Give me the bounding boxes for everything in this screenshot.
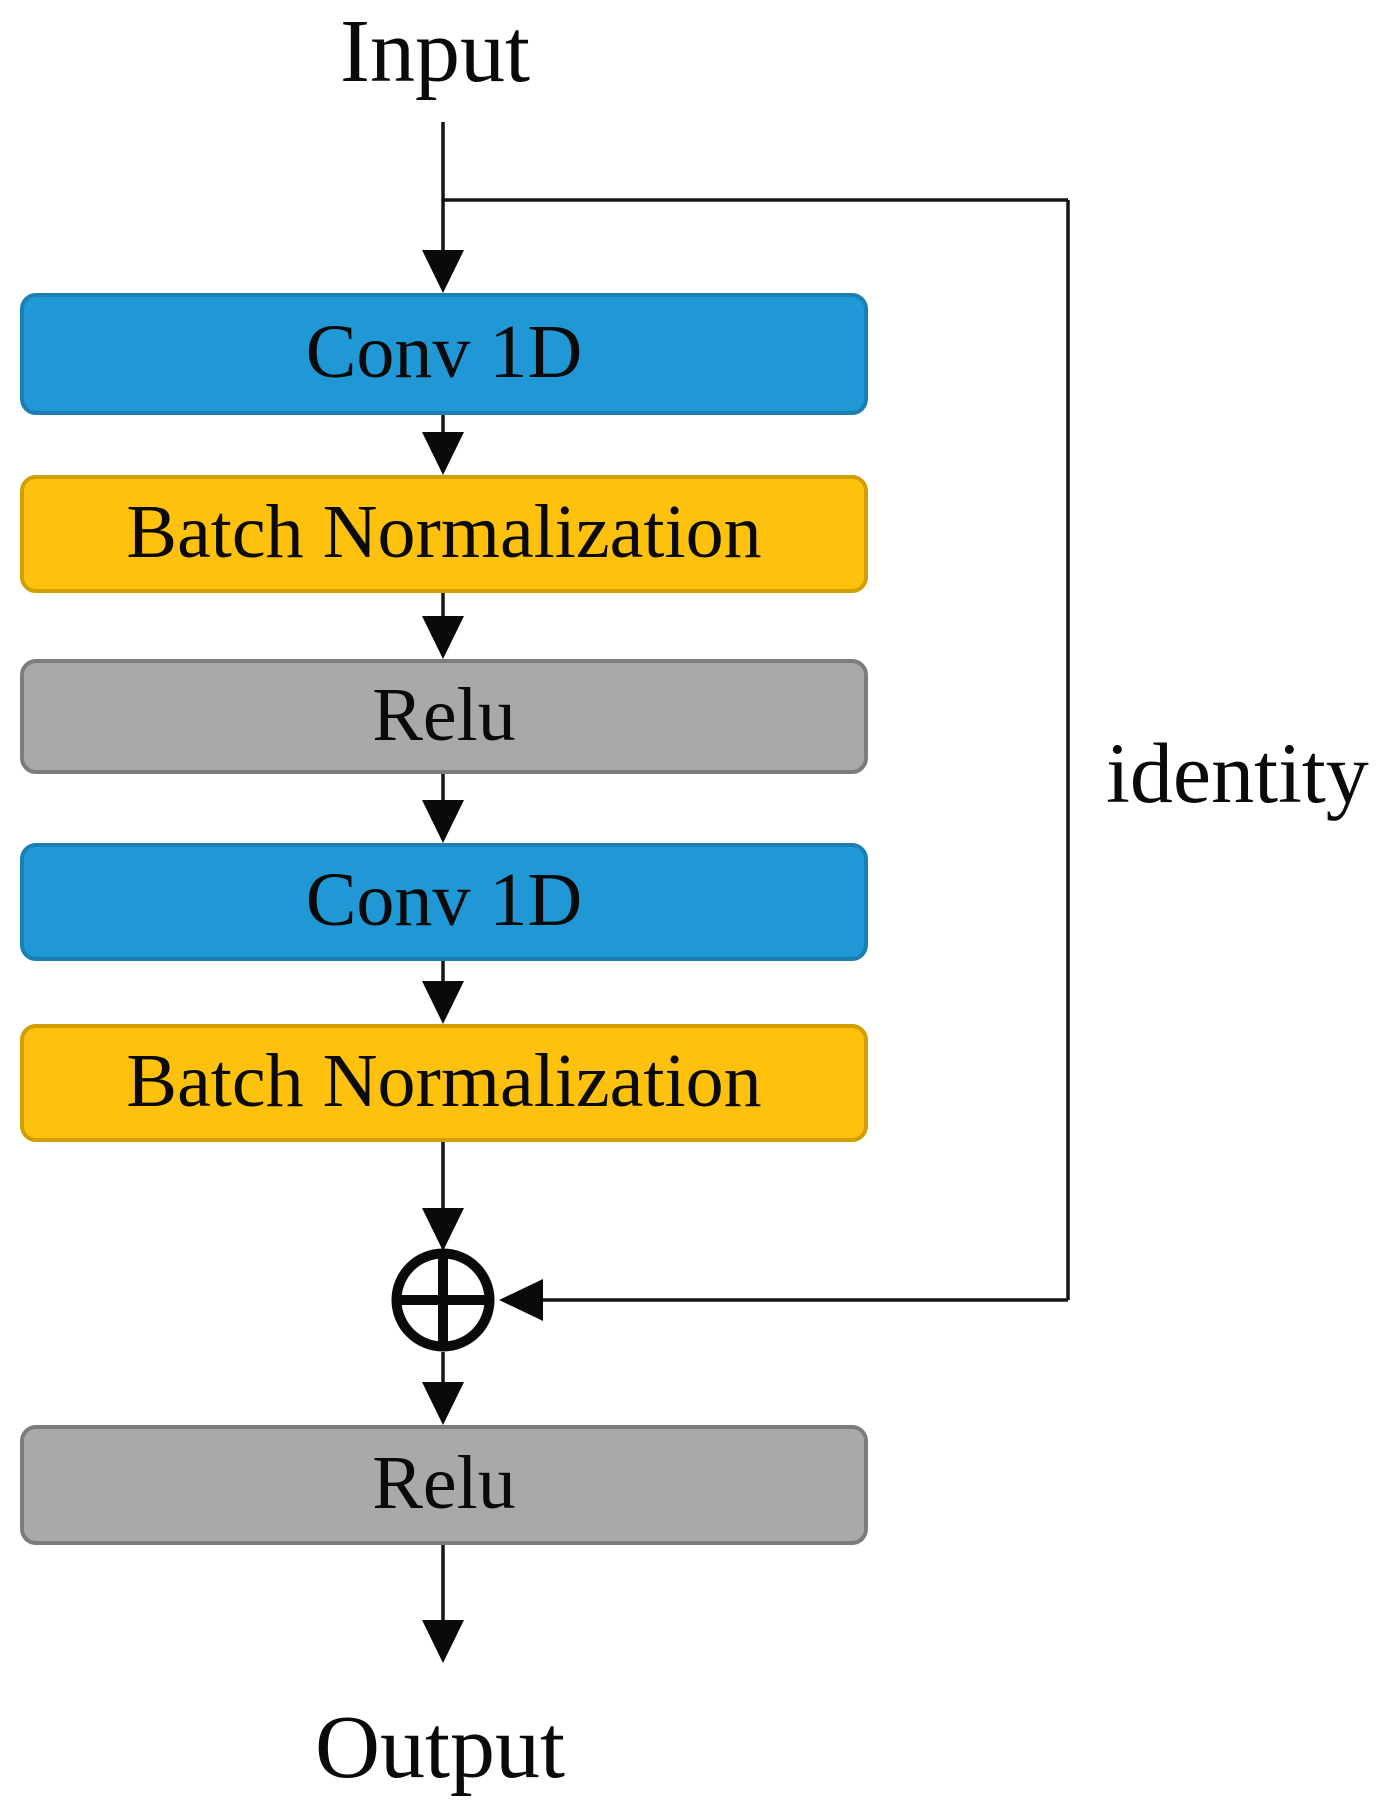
arrowhead-conv2 — [422, 981, 464, 1024]
output-label: Output — [314, 1698, 565, 1797]
arrowhead-sum-top — [422, 1208, 464, 1251]
arrowhead-input — [422, 250, 464, 293]
node-conv1d-1-label: Conv 1D — [305, 310, 583, 394]
arrowhead-conv1 — [422, 432, 464, 475]
arrowhead-relu1 — [422, 800, 464, 843]
sum-node-icon — [391, 1248, 495, 1352]
arrowhead-bn1 — [422, 616, 464, 659]
node-relu-1-label: Relu — [372, 672, 516, 757]
identity-label: identity — [1106, 725, 1369, 821]
arrowhead-sum-right — [499, 1279, 543, 1321]
node-relu-1: Relu — [20, 659, 868, 774]
input-label: Input — [340, 2, 530, 101]
node-conv1d-2: Conv 1D — [20, 843, 868, 961]
node-batchnorm-2: Batch Normalization — [20, 1024, 868, 1142]
arrowhead-relu2 — [422, 1382, 464, 1425]
node-conv1d-2-label: Conv 1D — [305, 858, 583, 942]
arrowhead-output — [422, 1620, 464, 1663]
node-batchnorm-2-label: Batch Normalization — [126, 1039, 762, 1123]
node-batchnorm-1: Batch Normalization — [20, 475, 868, 593]
node-relu-2: Relu — [20, 1425, 868, 1545]
node-relu-2-label: Relu — [372, 1441, 516, 1525]
node-conv1d-1: Conv 1D — [20, 293, 868, 415]
node-batchnorm-1-label: Batch Normalization — [126, 490, 762, 574]
